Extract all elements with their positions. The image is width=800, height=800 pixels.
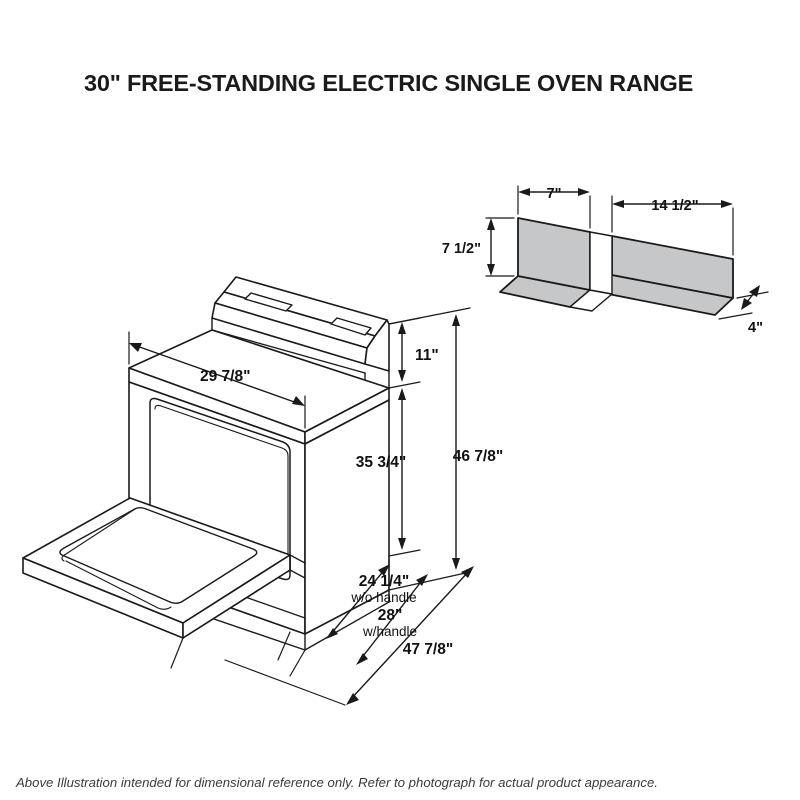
arrow-24-high — [378, 564, 390, 576]
inset-arrow-7in-right — [578, 188, 590, 196]
control-panel-cutout-right[interactable] — [330, 317, 372, 336]
dim-line-24 — [329, 567, 387, 636]
arrow-24-low — [326, 628, 338, 639]
dim-label-depth-without-handle: 24 1/4" — [359, 573, 409, 590]
arrow-width-right — [292, 396, 305, 406]
inset-arrow-4in-bot — [741, 298, 752, 310]
inset-ext-4in-bot — [718, 312, 753, 320]
arrow-11-bot — [398, 370, 406, 382]
backguard-base-edge — [211, 329, 366, 374]
oven-cavity-inner-edge — [154, 404, 289, 573]
oven-door-inner-panel — [59, 507, 258, 604]
inset-arrow-14in-left — [612, 200, 624, 208]
dim-label-depth-with-handle-note: w/handle — [362, 624, 417, 639]
arrow-35-top — [398, 388, 406, 400]
control-panel-cutout-left[interactable] — [244, 292, 293, 312]
inset-arrow-14in-right — [721, 200, 733, 208]
dim-line-28 — [359, 577, 425, 661]
oven-door-hinge-link-2 — [289, 554, 306, 564]
arrow-47-high — [461, 566, 474, 578]
arrow-35-bot — [398, 538, 406, 550]
arrow-width-left — [129, 343, 142, 352]
ext-line-28-a — [277, 631, 291, 661]
dim-label-inset-left-segment: 7" — [547, 186, 562, 202]
oven-door-inner-panel-shadow-2 — [65, 560, 172, 610]
arrow-28-low — [356, 653, 368, 665]
ext-line-46-bot — [388, 571, 471, 591]
dim-label-depth-door-open: 47 7/8" — [403, 641, 453, 658]
inset-arrow-7half-top — [487, 218, 495, 230]
dim-line-47 — [349, 569, 471, 701]
dim-label-cooktop-height: 35 3/4" — [356, 454, 406, 471]
oven-door-hinge-link — [289, 569, 306, 579]
inset-arrow-7half-bot — [487, 264, 495, 276]
dim-label-inset-panel-height: 7 1/2" — [442, 241, 481, 257]
dim-label-cooktop-width: 29 7/8" — [200, 368, 250, 385]
oven-door-inner-panel-shadow — [61, 508, 136, 562]
arrow-28-high — [416, 574, 428, 586]
ext-line-24-a — [289, 649, 306, 677]
dimension-labels: 29 7/8" 11" 35 3/4" 46 7/8" 24 1/4" w/o … — [200, 186, 763, 658]
arrow-47-low — [346, 693, 359, 705]
disclaimer-text: Above Illustration intended for dimensio… — [16, 775, 658, 790]
dim-label-overall-height: 46 7/8" — [453, 448, 503, 465]
ext-line-46-top — [388, 307, 471, 325]
inset-backguard-detail — [485, 185, 769, 320]
ext-line-35-bot — [388, 549, 421, 557]
ext-line-11-bot — [388, 381, 421, 389]
dim-line-width — [133, 344, 301, 405]
main-range-drawing — [22, 276, 390, 651]
page-title: 30" FREE-STANDING ELECTRIC SINGLE OVEN R… — [84, 70, 694, 96]
dim-label-inset-right-segment: 14 1/2" — [651, 198, 698, 214]
arrow-46-bot — [452, 558, 460, 570]
main-dimension-annotations — [128, 307, 474, 706]
dim-label-depth-without-handle-note: w/o handle — [350, 590, 416, 605]
ext-line-47-a — [170, 637, 184, 669]
inset-panel-gap — [589, 231, 613, 295]
inset-arrow-4in-top — [749, 285, 760, 297]
inset-arrow-7in-left — [518, 188, 530, 196]
dim-label-backguard-height: 11" — [415, 347, 439, 364]
dim-label-depth-with-handle: 28" — [378, 607, 403, 624]
dim-label-inset-base-depth: 4" — [748, 320, 763, 336]
range-bottom-side — [304, 601, 390, 651]
arrow-46-top — [452, 314, 460, 326]
arrow-11-top — [398, 322, 406, 334]
ext-line-47-b — [224, 659, 346, 706]
